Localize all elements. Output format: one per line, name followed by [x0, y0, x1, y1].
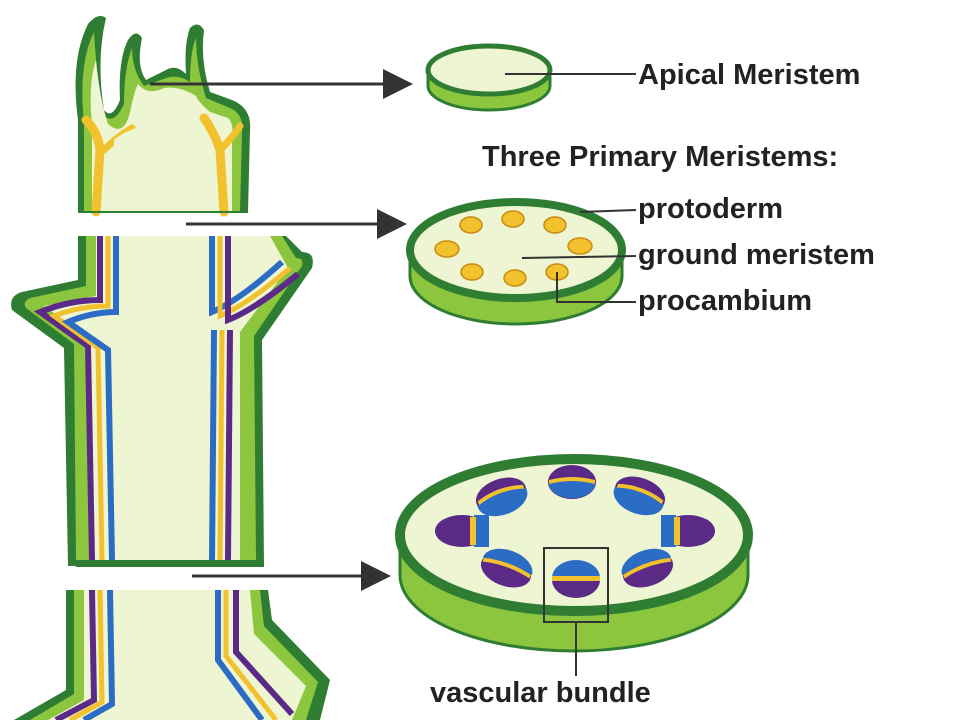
- label-three-primary-meristems: Three Primary Meristems:: [482, 141, 838, 173]
- vascular-bundle: [661, 515, 715, 547]
- procambium-strand: [567, 237, 593, 255]
- label-ground-meristem: ground meristem: [638, 239, 875, 271]
- stem-middle-section: [11, 236, 313, 567]
- vascular-bundle: [613, 476, 666, 516]
- protoderm-leader: [579, 209, 637, 213]
- procambium-strands: [434, 210, 593, 287]
- label-procambium: procambium: [638, 285, 812, 317]
- vascular-bundle: [552, 560, 600, 598]
- label-vascular-bundle: vascular bundle: [430, 677, 651, 709]
- vascular-bundles: [435, 465, 715, 598]
- procambium-strand: [501, 210, 525, 228]
- procambium-leader: [556, 272, 636, 303]
- procambium-strand: [434, 240, 460, 258]
- vascular-bundle: [435, 515, 489, 547]
- label-protoderm: protoderm: [638, 193, 783, 225]
- apical-meristem-disc: [425, 43, 553, 112]
- procambium-strand: [459, 216, 483, 234]
- label-apical-meristem: Apical Meristem: [638, 59, 860, 91]
- procambium-strand: [503, 269, 527, 287]
- stem-tip-section: [75, 16, 251, 217]
- vascular-bundle: [480, 548, 533, 588]
- stem-base-section: [14, 589, 330, 720]
- procambium-strand: [543, 216, 567, 234]
- procambium-strand: [460, 263, 484, 281]
- vascular-section-disc: [395, 454, 753, 653]
- vascular-bundle: [621, 548, 674, 588]
- ground-meristem-leader: [521, 255, 637, 259]
- primary-meristems-disc: [406, 198, 626, 326]
- vascular-bundle: [548, 465, 596, 499]
- vascular-bundle: [475, 477, 528, 517]
